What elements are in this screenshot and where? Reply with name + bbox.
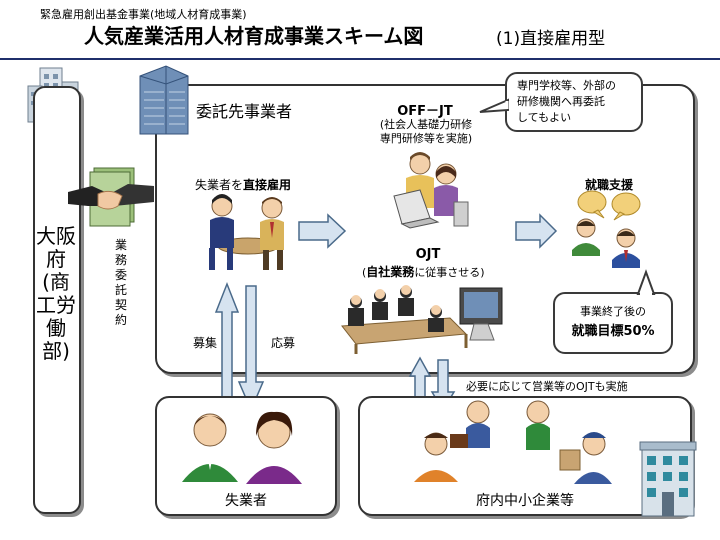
direct-hire-label: 失業者を直接雇用 xyxy=(195,176,291,193)
jobseekers-label: 失業者 xyxy=(225,493,267,509)
direct-hire-emphasis: 直接雇用 xyxy=(243,178,292,192)
subcontract-callout-line-2: 研修機関へ再委託 xyxy=(517,95,605,108)
osaka-prefecture-label: 大阪府(商工労働部) xyxy=(36,224,76,363)
offjt-title: OFF－JT xyxy=(397,104,453,119)
offjt-detail-1: (社会人基礎力研修 xyxy=(379,118,473,131)
ojt-detail-close: に従事させる) xyxy=(414,266,485,279)
title-rule xyxy=(0,58,720,60)
header-program-name: 緊急雇用創出基金事業(地域人材育成事業) xyxy=(40,8,247,21)
sme-label: 府内中小企業等 xyxy=(476,493,574,509)
ojt-detail-open: ( xyxy=(362,266,367,279)
right-arrow-to-offjt-icon xyxy=(298,213,347,249)
ojt-detail: (自社業務に従事させる) xyxy=(362,263,485,280)
jobseekers-box xyxy=(155,396,337,516)
sme-workers-icon xyxy=(414,400,612,484)
page-subtitle: (1)直接雇用型 xyxy=(496,29,606,49)
ojt-note: 必要に応じて営業等のOJTも実施 xyxy=(466,380,628,393)
employment-goal-line-1: 事業終了後の xyxy=(580,305,646,318)
handshake-icon xyxy=(68,167,154,227)
office-meeting-icon xyxy=(341,285,503,354)
subcontract-callout-line-3: してもよい xyxy=(517,111,572,124)
ojt-title: OJT xyxy=(415,247,441,262)
subcontract-callout-line-1: 専門学校等、外部の xyxy=(517,79,616,92)
sme-building-icon xyxy=(639,441,697,517)
offjt-detail-2: 専門研修等を実施) xyxy=(379,132,473,145)
apply-label: 応募 xyxy=(271,336,296,350)
interview-people-icon xyxy=(209,194,284,270)
subcontract-callout xyxy=(505,72,643,132)
employment-goal-callout xyxy=(553,292,673,354)
page-title: 人気産業活用人材育成事業スキーム図 xyxy=(84,24,424,48)
subcontract-callout-tail xyxy=(479,98,509,113)
recruit-apply-arrows-icon xyxy=(214,281,265,412)
recruit-label: 募集 xyxy=(193,336,218,350)
job-support-people-icon xyxy=(572,190,641,268)
employment-goal-line-2: 就職目標50% xyxy=(571,324,655,339)
sme-box xyxy=(358,396,692,516)
contractor-label: 委託先事業者 xyxy=(196,102,293,121)
ojt-detail-emphasis: 自社業務 xyxy=(366,265,415,279)
right-arrow-to-job-support-icon xyxy=(515,213,558,249)
osaka-prefecture-box xyxy=(33,86,81,514)
job-support-label: 就職支援 xyxy=(585,178,634,192)
training-computer-icon xyxy=(393,152,469,229)
employment-goal-callout-tail xyxy=(636,269,656,296)
jobseekers-people-icon xyxy=(182,411,302,484)
contract-label: 業務委託契約 xyxy=(114,238,127,327)
contractor-building-icon xyxy=(139,65,189,135)
direct-hire-prefix: 失業者を xyxy=(195,178,244,192)
